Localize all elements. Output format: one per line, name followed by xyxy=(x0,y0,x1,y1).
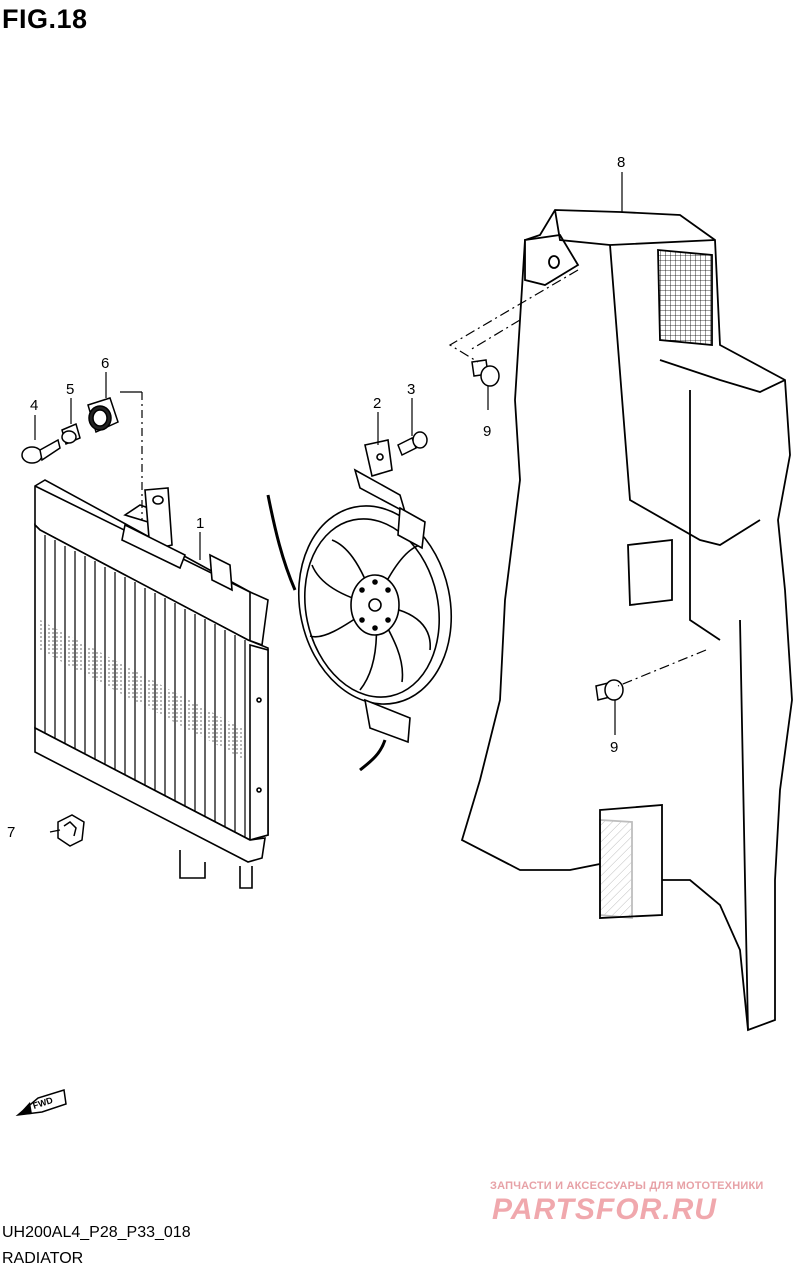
bolt-part-4 xyxy=(21,438,61,464)
callout-4: 4 xyxy=(30,397,38,414)
callout-7: 7 xyxy=(7,824,15,841)
figure-title: FIG.18 xyxy=(2,4,88,34)
callout-8: 8 xyxy=(617,154,625,171)
callout-9-upper: 9 xyxy=(483,423,491,440)
diagram-code: UH200AL4_P28_P33_018 xyxy=(2,1224,191,1241)
radiator-part xyxy=(34,479,269,889)
collar-part-5 xyxy=(61,422,81,446)
callout-5: 5 xyxy=(66,381,74,398)
forward-arrow-icon: FWD xyxy=(15,1089,67,1117)
screw-part-9-lower xyxy=(595,679,624,701)
callout-1: 1 xyxy=(196,515,204,532)
diagram-caption: RADIATOR xyxy=(2,1250,84,1267)
watermark-subtitle: ЗАПЧАСТИ И АКСЕССУАРЫ ДЛЯ МОТОТЕХНИКИ xyxy=(490,1180,764,1192)
radiator-cover-part xyxy=(460,209,793,1032)
callout-2: 2 xyxy=(373,395,381,412)
leader-lines xyxy=(34,172,707,833)
cooling-fan-part xyxy=(266,439,453,772)
callout-6: 6 xyxy=(101,355,109,372)
watermark-logo: PARTSFOR.RU xyxy=(492,1193,717,1226)
callout-3: 3 xyxy=(407,381,415,398)
clip-part-7 xyxy=(57,814,85,847)
screw-part-3 xyxy=(397,431,428,457)
screw-part-9-upper xyxy=(471,359,500,387)
callout-9-lower: 9 xyxy=(610,739,618,756)
grommet-part-6 xyxy=(87,397,119,434)
